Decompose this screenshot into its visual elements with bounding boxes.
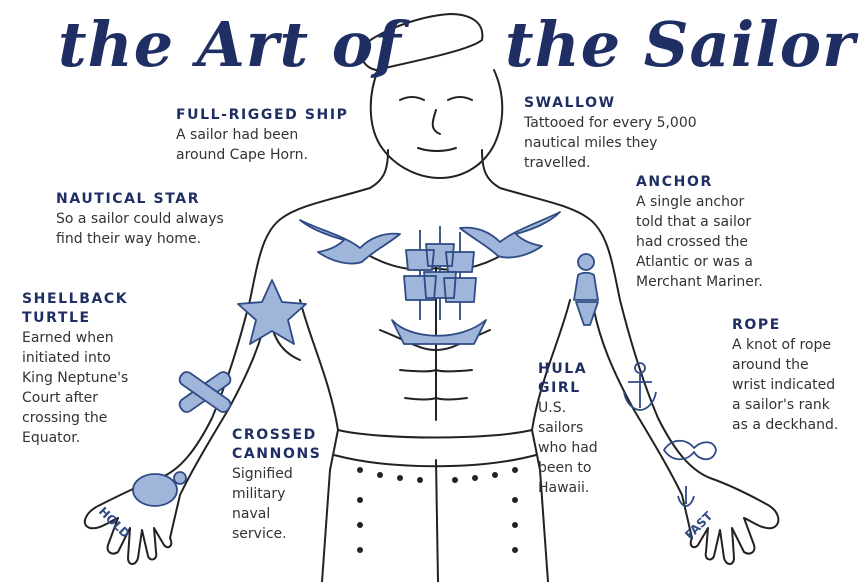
crossed-cannons-icon [178, 371, 232, 413]
star-desc: So a sailor could always find their way … [56, 211, 224, 247]
title-left: the Art of [58, 8, 402, 81]
body-outline [83, 149, 389, 565]
label-anchor: ANCHOR A single anchor told that a sailo… [636, 173, 763, 292]
body-outline-right [481, 149, 780, 565]
anchor-name: ANCHOR [636, 174, 713, 190]
shellback-turtle-icon [132, 473, 178, 507]
anchor-icon [623, 362, 657, 411]
full-rigged-ship-icon [391, 226, 487, 345]
cannons-desc: Signified military naval service. [232, 466, 293, 542]
ship-desc: A sailor had been around Cape Horn. [176, 127, 308, 163]
rope-icon [663, 439, 717, 461]
sailor-hat [359, 13, 484, 71]
label-swallow: SWALLOW Tattooed for every 5,000 nautica… [524, 94, 697, 173]
turtle-desc: Earned when initiated into King Neptune'… [22, 330, 129, 446]
pants [321, 429, 549, 582]
hula-girl-icon [573, 253, 599, 326]
label-star: NAUTICAL STAR So a sailor could always f… [56, 190, 224, 249]
title-right: the Sailor [505, 8, 856, 81]
ship-name: FULL-RIGGED SHIP [176, 107, 349, 123]
swallow-left-icon [299, 219, 401, 265]
swallow-right-icon [459, 211, 561, 259]
label-hula: HULA GIRL U.S. sailors who had been to H… [538, 360, 598, 498]
swallow-name: SWALLOW [524, 95, 616, 111]
turtle-name: SHELLBACK TURTLE [22, 291, 129, 326]
swallow-desc: Tattooed for every 5,000 nautical miles … [524, 115, 697, 171]
hula-desc: U.S. sailors who had been to Hawaii. [538, 400, 598, 496]
hand-anchor-icon [677, 486, 695, 507]
cannons-name: CROSSED CANNONS [232, 427, 322, 462]
knuckle-letters-left: HOLD [96, 504, 133, 541]
label-cannons: CROSSED CANNONS Signified military naval… [232, 426, 321, 544]
rope-name: ROPE [732, 317, 781, 333]
head [369, 69, 504, 179]
rope-desc: A knot of rope around the wrist indicate… [732, 337, 839, 433]
hula-name: HULA GIRL [538, 361, 588, 396]
label-turtle: SHELLBACK TURTLE Earned when initiated i… [22, 290, 128, 448]
label-rope: ROPE A knot of rope around the wrist ind… [732, 316, 838, 435]
label-ship: FULL-RIGGED SHIP A sailor had been aroun… [176, 106, 348, 165]
nautical-star-icon [237, 279, 307, 345]
star-name: NAUTICAL STAR [56, 191, 201, 207]
anchor-desc: A single anchor told that a sailor had c… [636, 194, 763, 290]
